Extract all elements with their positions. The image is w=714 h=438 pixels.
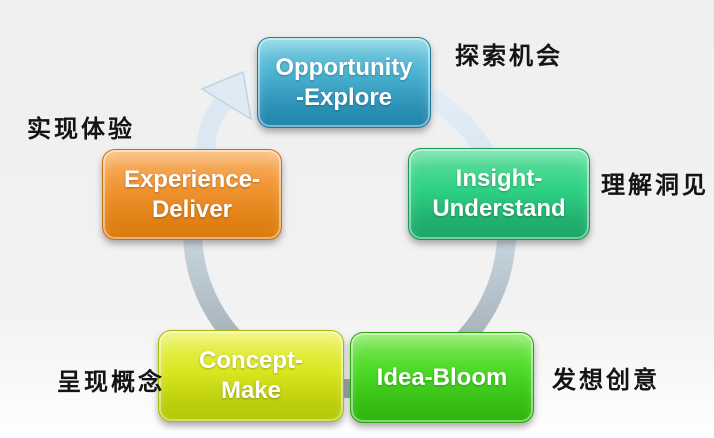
node-label-line1: Idea-Bloom (376, 363, 508, 391)
node-opportunity-explore: Opportunity -Explore (257, 37, 431, 128)
zh-label-concept: 呈现概念 (57, 369, 165, 396)
node-concept-make: Concept- Make (158, 330, 344, 422)
zh-label-opportunity: 探索机会 (455, 43, 563, 70)
node-label-line1: Insight- (455, 165, 543, 192)
node-label-line1: Opportunity (275, 53, 413, 81)
node-insight-understand: Insight- Understand (408, 148, 590, 240)
zh-label-idea: 发想创意 (552, 367, 660, 394)
node-label-line2: Make (220, 377, 282, 404)
node-label-line2: Understand (432, 195, 566, 222)
zh-label-insight: 理解洞见 (601, 172, 709, 199)
node-label-line2: Deliver (151, 195, 233, 223)
node-experience-deliver: Experience- Deliver (102, 149, 282, 240)
zh-label-experience: 实现体验 (27, 116, 135, 143)
node-label-line1: Concept- (199, 347, 303, 374)
node-idea-bloom: Idea-Bloom (350, 332, 534, 423)
node-label-line2: -Explore (295, 83, 393, 111)
arrow-head-icon (200, 70, 253, 121)
node-label-line1: Experience- (123, 165, 261, 193)
